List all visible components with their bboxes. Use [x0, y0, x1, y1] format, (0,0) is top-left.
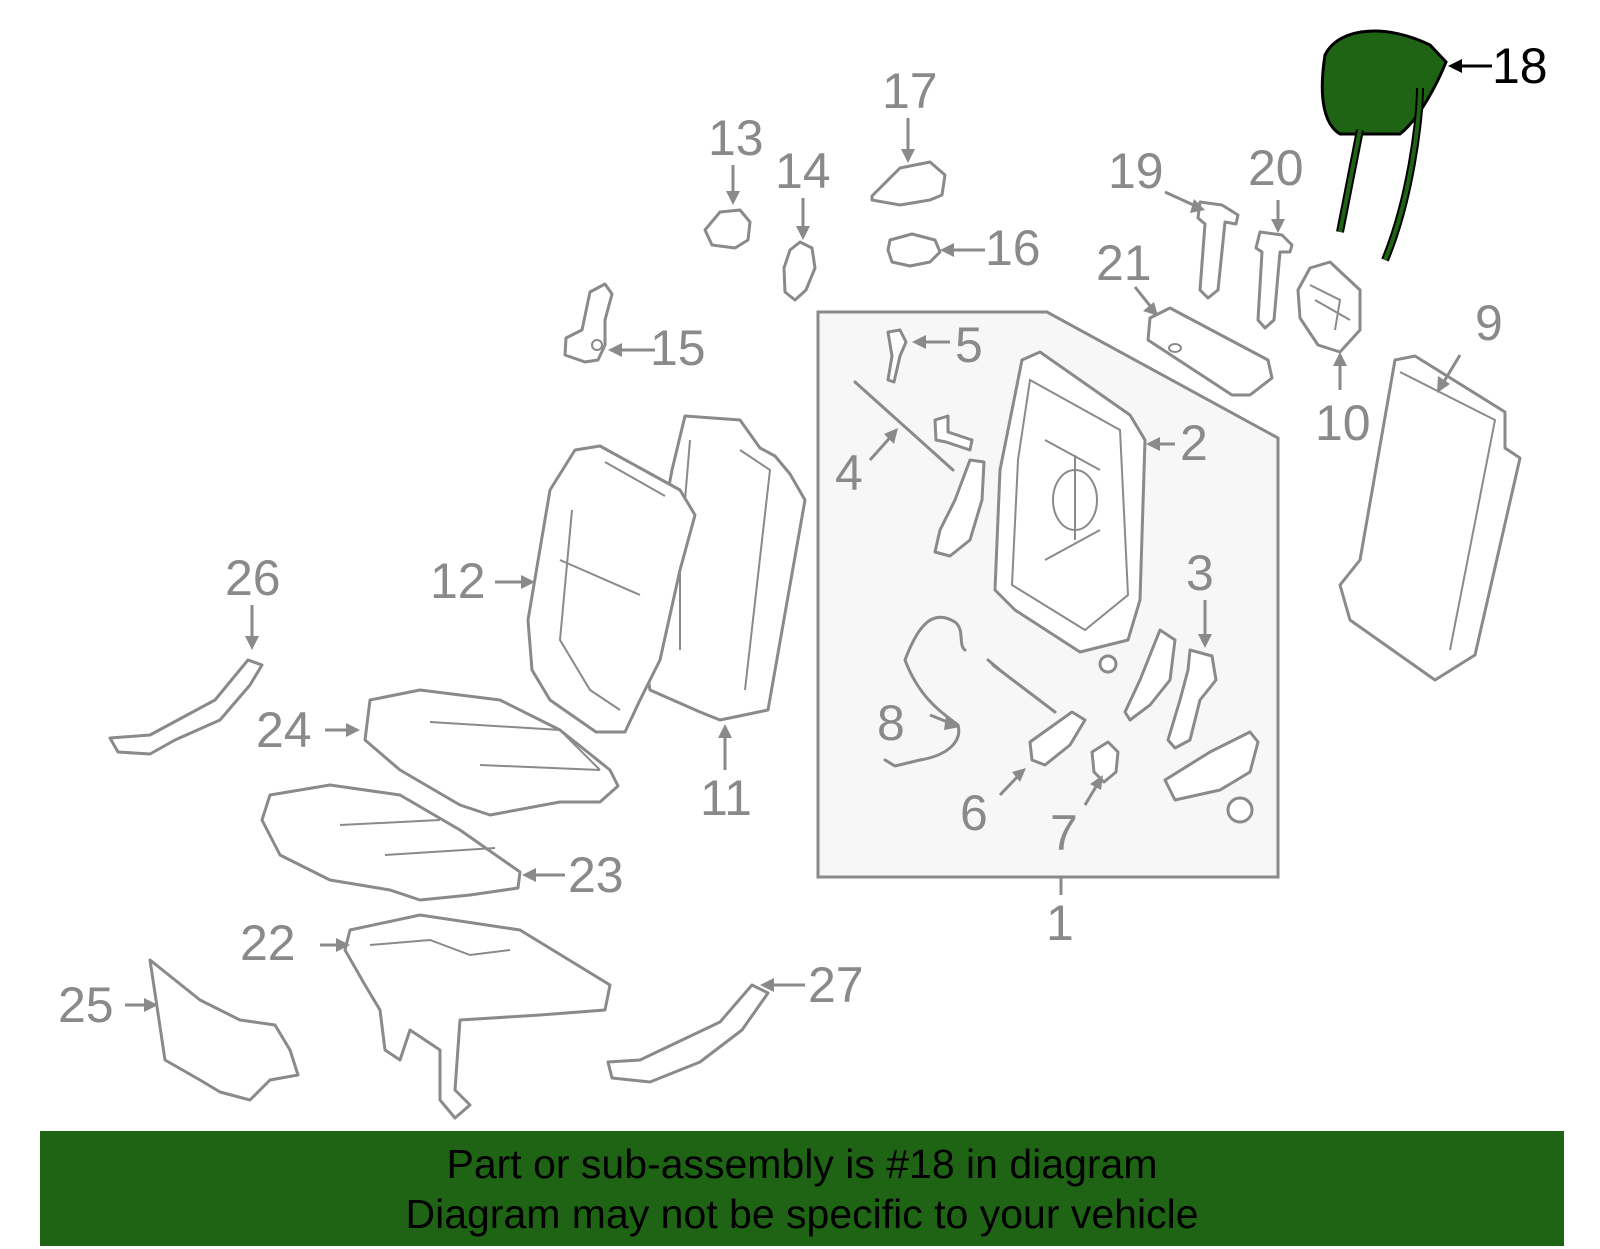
- callout-27: 27: [808, 957, 864, 1013]
- callout-16: 16: [985, 220, 1041, 276]
- callout-17: 17: [882, 63, 938, 119]
- part-6-handle: [1028, 710, 1087, 767]
- part-16-cap: [886, 232, 942, 268]
- part-7-clip: [1090, 740, 1120, 784]
- callout-24: 24: [256, 702, 312, 758]
- banner-line-1: Part or sub-assembly is #18 in diagram: [446, 1141, 1158, 1187]
- part-5-pin: [886, 328, 908, 384]
- washer-small: [1098, 654, 1118, 674]
- hinge-plate: [1123, 628, 1177, 722]
- callout-23: 23: [568, 847, 624, 903]
- callout-25: 25: [58, 977, 114, 1033]
- part-17-cover: [870, 160, 947, 207]
- part-3-hinge: [1166, 648, 1218, 750]
- part-22-cushion-frame: [343, 913, 612, 1120]
- callout-1: 1: [1046, 895, 1074, 951]
- bolt-long: [986, 658, 1057, 714]
- hinge-bracket-left: [933, 458, 986, 558]
- part-info-banner: Part or sub-assembly is #18 in diagram D…: [40, 1131, 1564, 1246]
- callout-5: 5: [955, 317, 983, 373]
- callout-22: 22: [240, 915, 296, 971]
- callout-4: 4: [835, 445, 863, 501]
- part-13-cover: [703, 208, 752, 250]
- callout-6: 6: [960, 785, 988, 841]
- callout-15: 15: [650, 320, 706, 376]
- callout-18: 18: [1492, 38, 1548, 94]
- part-2-seatback-frame: [993, 350, 1147, 654]
- callout-labels: 1 2 3 4 5 6 7 8 9 10 11 12 13 14 15 16 1…: [58, 38, 1548, 1033]
- callout-14: 14: [775, 143, 831, 199]
- part-23-cushion-pad: [260, 783, 522, 902]
- part-15-bracket: [563, 282, 614, 364]
- part-14-cap: [782, 240, 817, 302]
- part-24-cushion-cover: [363, 688, 620, 817]
- callout-2: 2: [1180, 415, 1208, 471]
- callout-3: 3: [1186, 545, 1214, 601]
- part-26-trim-left: [108, 658, 264, 756]
- latch-bracket: [1163, 730, 1260, 802]
- callout-19: 19: [1108, 143, 1164, 199]
- callout-13: 13: [708, 110, 764, 166]
- part-4-rod: [853, 380, 955, 472]
- part-9-back-panel: [1338, 354, 1522, 682]
- callout-9: 9: [1475, 295, 1503, 351]
- part-21-trim-panel: [1146, 306, 1274, 397]
- part-19-headrest-guide: [1196, 200, 1240, 300]
- callout-10: 10: [1315, 395, 1371, 451]
- part-18-headrest: [1320, 29, 1448, 262]
- nut: [1226, 796, 1254, 824]
- callout-11: 11: [700, 770, 752, 826]
- part-12-seatback-cover: [526, 444, 697, 734]
- banner-line-2: Diagram may not be specific to your vehi…: [405, 1191, 1199, 1237]
- callout-8: 8: [877, 695, 905, 751]
- part-27-trim-right: [606, 983, 770, 1084]
- callout-21: 21: [1096, 235, 1152, 291]
- callout-12: 12: [430, 553, 486, 609]
- callout-26: 26: [225, 550, 281, 606]
- part-25-side-cover: [148, 958, 300, 1102]
- leader-arrows: [125, 59, 1492, 1012]
- bolt-small: [933, 414, 974, 452]
- part-8-cable: [883, 615, 967, 768]
- callout-7: 7: [1050, 805, 1078, 861]
- callout-20: 20: [1248, 140, 1304, 196]
- part-20-headrest-guide: [1254, 230, 1294, 330]
